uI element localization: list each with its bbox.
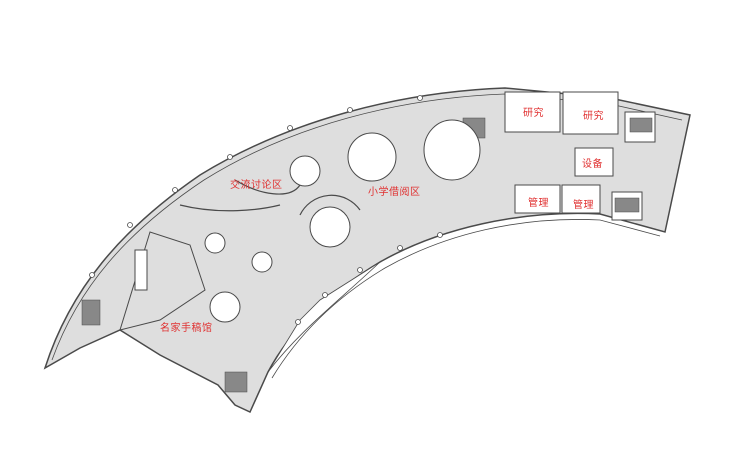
left-wing (119, 231, 206, 331)
office-block (504, 91, 656, 221)
room-label-research-1: 研究 (523, 108, 544, 119)
room-label-management-2: 管理 (573, 200, 594, 211)
zone-label-primary-reading: 小学借阅区 (368, 187, 421, 198)
columns (89, 95, 443, 325)
arcs (179, 179, 361, 216)
round-features (204, 132, 397, 323)
inner-facade (271, 219, 661, 379)
zone-label-discussion: 交流讨论区 (230, 180, 283, 191)
courtyard (267, 261, 381, 373)
room-label-management-1: 管理 (528, 198, 549, 209)
room-label-research-2: 研究 (583, 111, 604, 122)
zone-label-manuscripts: 名家手稿馆 (160, 323, 213, 334)
core-oval (423, 119, 481, 181)
outer-facade (51, 93, 683, 361)
room-label-equipment: 设备 (582, 159, 603, 170)
